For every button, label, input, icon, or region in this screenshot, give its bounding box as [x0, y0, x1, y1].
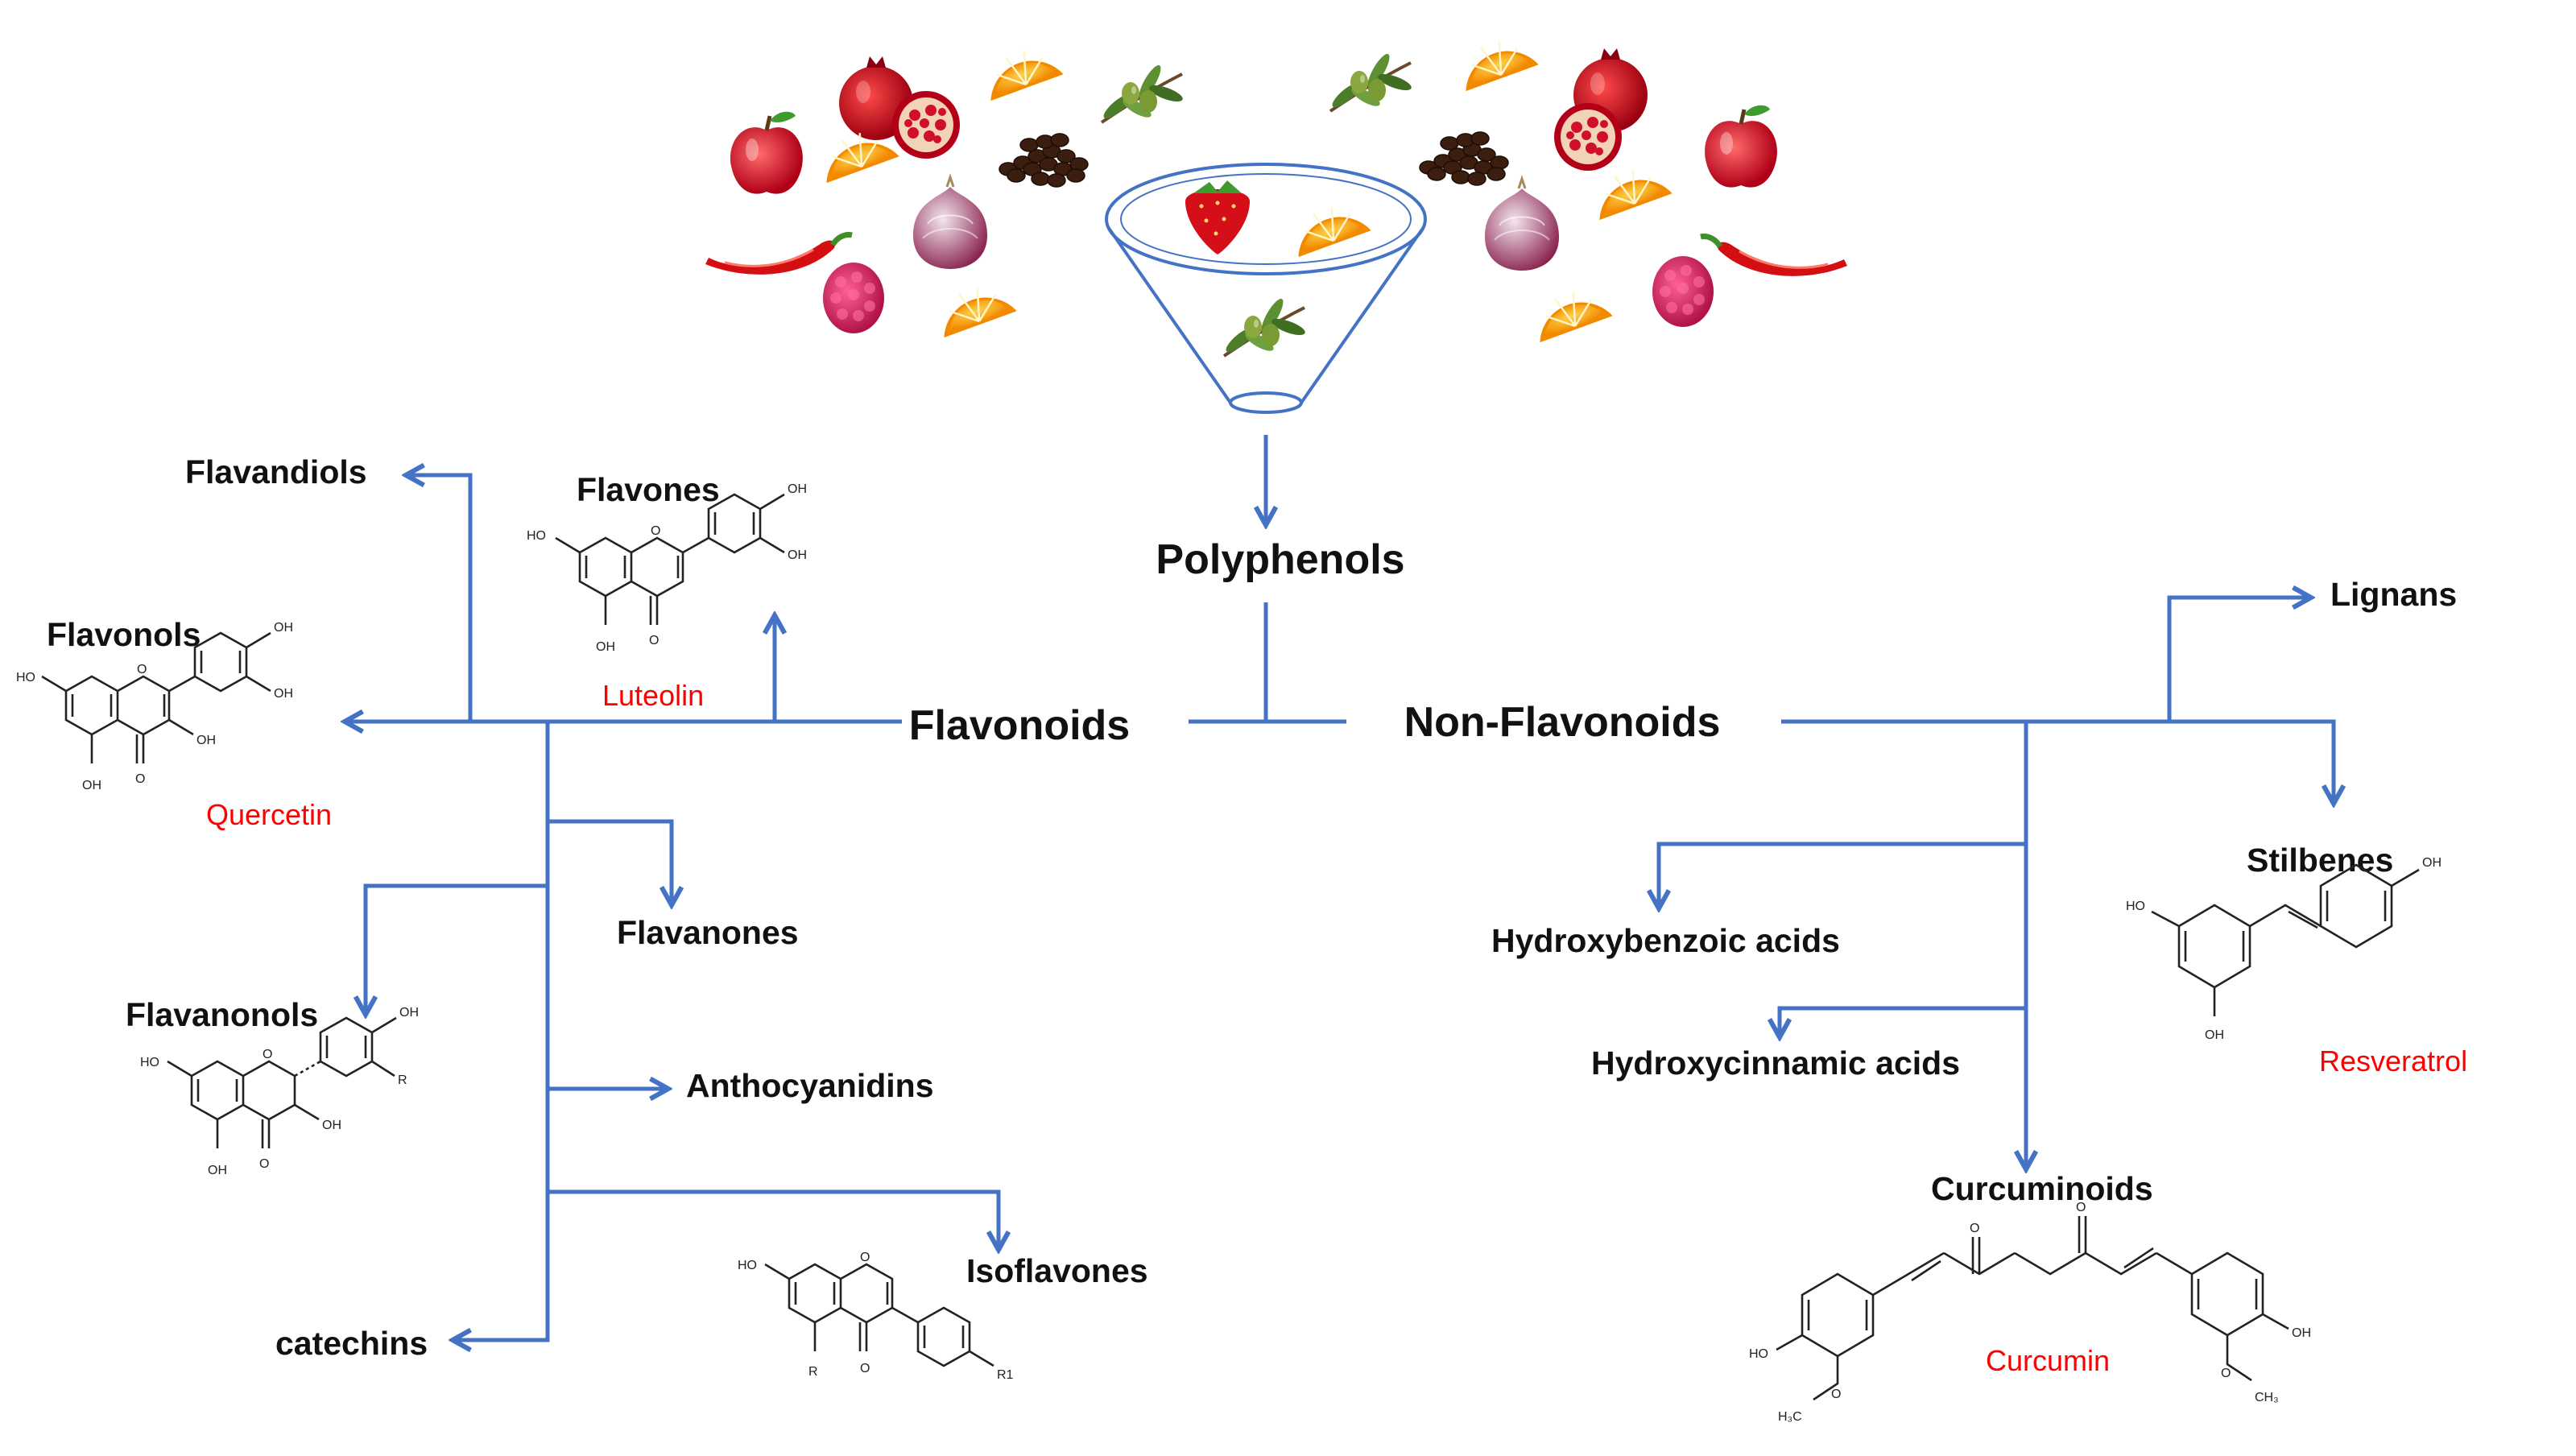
atom-label: OH — [208, 1164, 227, 1177]
atom-label: OH — [788, 482, 807, 496]
resveratrol-structure: HO OH OH — [2126, 856, 2442, 1042]
resveratrol-label: Resveratrol — [2319, 1044, 2467, 1078]
flavanonol-structure: HO OH O O OH OH R — [140, 1006, 419, 1177]
quercetin-structure: HO OH O O OH OH OH — [16, 621, 293, 792]
atom-label: O — [860, 1362, 870, 1375]
atom-label: O — [860, 1251, 870, 1264]
atom-label: O — [2076, 1201, 2086, 1214]
hydroxybenzoic-label: Hydroxybenzoic acids — [1491, 922, 1840, 959]
labels: Polyphenols Flavonoids Non-Flavonoids Fl… — [47, 453, 2467, 1377]
curcumin-structure: HO O H₃C O O OH O CH₃ — [1749, 1201, 2311, 1424]
curcumin-label: Curcumin — [1986, 1344, 2110, 1377]
flavanones-label: Flavanones — [617, 914, 799, 951]
atom-label: O — [135, 772, 145, 786]
luteolin-structure: HO OH O O OH OH — [527, 482, 807, 654]
flavanonols-label: Flavanonols — [126, 996, 318, 1033]
atom-label: O — [1831, 1388, 1841, 1401]
atom-label: OH — [596, 640, 615, 654]
flavanonols-arrow — [366, 883, 548, 1015]
isoflavone-structure: HO R O O R1 — [738, 1251, 1014, 1382]
atom-label: O — [651, 524, 660, 538]
quercetin-label: Quercetin — [206, 798, 332, 831]
isoflavones-label: Isoflavones — [966, 1252, 1148, 1289]
catechins-label: catechins — [275, 1325, 428, 1362]
atom-label: OH — [2205, 1028, 2224, 1042]
atom-label: OH — [196, 734, 216, 747]
orange-slice-icon — [981, 44, 1065, 102]
connector-arrows — [345, 435, 2334, 1340]
atom-label: OH — [788, 548, 807, 562]
atom-label: R — [808, 1365, 818, 1379]
lignans-arrow — [2167, 598, 2311, 722]
atom-label: HO — [140, 1056, 159, 1069]
stilbenes-arrow — [2169, 719, 2334, 804]
atom-label: O — [137, 663, 147, 676]
atom-label: HO — [16, 671, 35, 685]
food-imagery — [705, 35, 1847, 414]
atom-label: O — [2221, 1367, 2231, 1380]
hydroxybenzoic-arrow — [1659, 842, 2026, 908]
atom-label: O — [649, 634, 659, 647]
coffee-beans-icon — [1419, 131, 1509, 186]
apple-icon — [1705, 105, 1777, 188]
onion-icon — [912, 176, 989, 271]
atom-label: HO — [1749, 1347, 1768, 1361]
atom-label: O — [263, 1048, 272, 1061]
atom-label: OH — [399, 1006, 419, 1020]
hydroxycinnamic-arrow — [1780, 1006, 2026, 1037]
atom-label: HO — [738, 1259, 757, 1272]
flavandiols-label: Flavandiols — [185, 453, 367, 490]
funnel-icon — [1105, 163, 1427, 414]
onion-icon — [1483, 177, 1561, 272]
curcuminoids-label: Curcuminoids — [1931, 1170, 2153, 1207]
flavonols-label: Flavonols — [47, 616, 201, 653]
catechins-arrow — [453, 722, 550, 1340]
flavonoids-label: Flavonoids — [909, 702, 1130, 749]
orange-slice-icon — [1590, 163, 1673, 221]
olive-branch-icon — [1327, 49, 1416, 113]
hydroxycinnamic-label: Hydroxycinnamic acids — [1591, 1044, 1960, 1082]
olive-branch-icon — [1221, 294, 1309, 358]
atom-label: H₃C — [1778, 1410, 1802, 1424]
atom-label: OH — [322, 1119, 341, 1132]
atom-label: HO — [527, 529, 546, 543]
atom-label: OH — [274, 687, 293, 701]
atom-label: OH — [82, 779, 101, 792]
pomegranate-icon — [892, 91, 960, 159]
pomegranate-icon — [1554, 103, 1622, 171]
root-label: Polyphenols — [1156, 536, 1404, 583]
atom-label: O — [1970, 1222, 1979, 1235]
atom-label: OH — [2422, 856, 2442, 870]
olive-branch-icon — [1098, 60, 1187, 124]
apple-icon — [730, 112, 803, 194]
atom-label: R1 — [997, 1368, 1014, 1382]
flavandiols-arrow — [406, 475, 473, 722]
flavanones-arrow — [548, 819, 672, 905]
lignans-label: Lignans — [2330, 576, 2457, 613]
anthocyanidins-label: Anthocyanidins — [686, 1067, 934, 1104]
atom-label: O — [259, 1157, 269, 1171]
atom-label: OH — [274, 621, 293, 635]
chili-pepper-icon — [1701, 237, 1847, 276]
atom-label: CH₃ — [2255, 1391, 2279, 1404]
raspberry-icon — [1652, 256, 1714, 327]
orange-slice-icon — [1530, 286, 1614, 344]
non-flavonoids-label: Non-Flavonoids — [1404, 699, 1721, 746]
orange-slice-icon — [934, 281, 1018, 339]
orange-slice-icon — [1456, 35, 1540, 93]
atom-label: HO — [2126, 900, 2145, 913]
luteolin-label: Luteolin — [602, 679, 704, 712]
atom-label: R — [398, 1073, 407, 1087]
flavones-label: Flavones — [577, 471, 720, 508]
isoflavones-arrow — [548, 1189, 999, 1250]
atom-label: OH — [2292, 1326, 2311, 1340]
coffee-beans-icon — [999, 133, 1089, 188]
raspberry-icon — [823, 263, 884, 333]
chili-pepper-icon — [705, 235, 852, 275]
